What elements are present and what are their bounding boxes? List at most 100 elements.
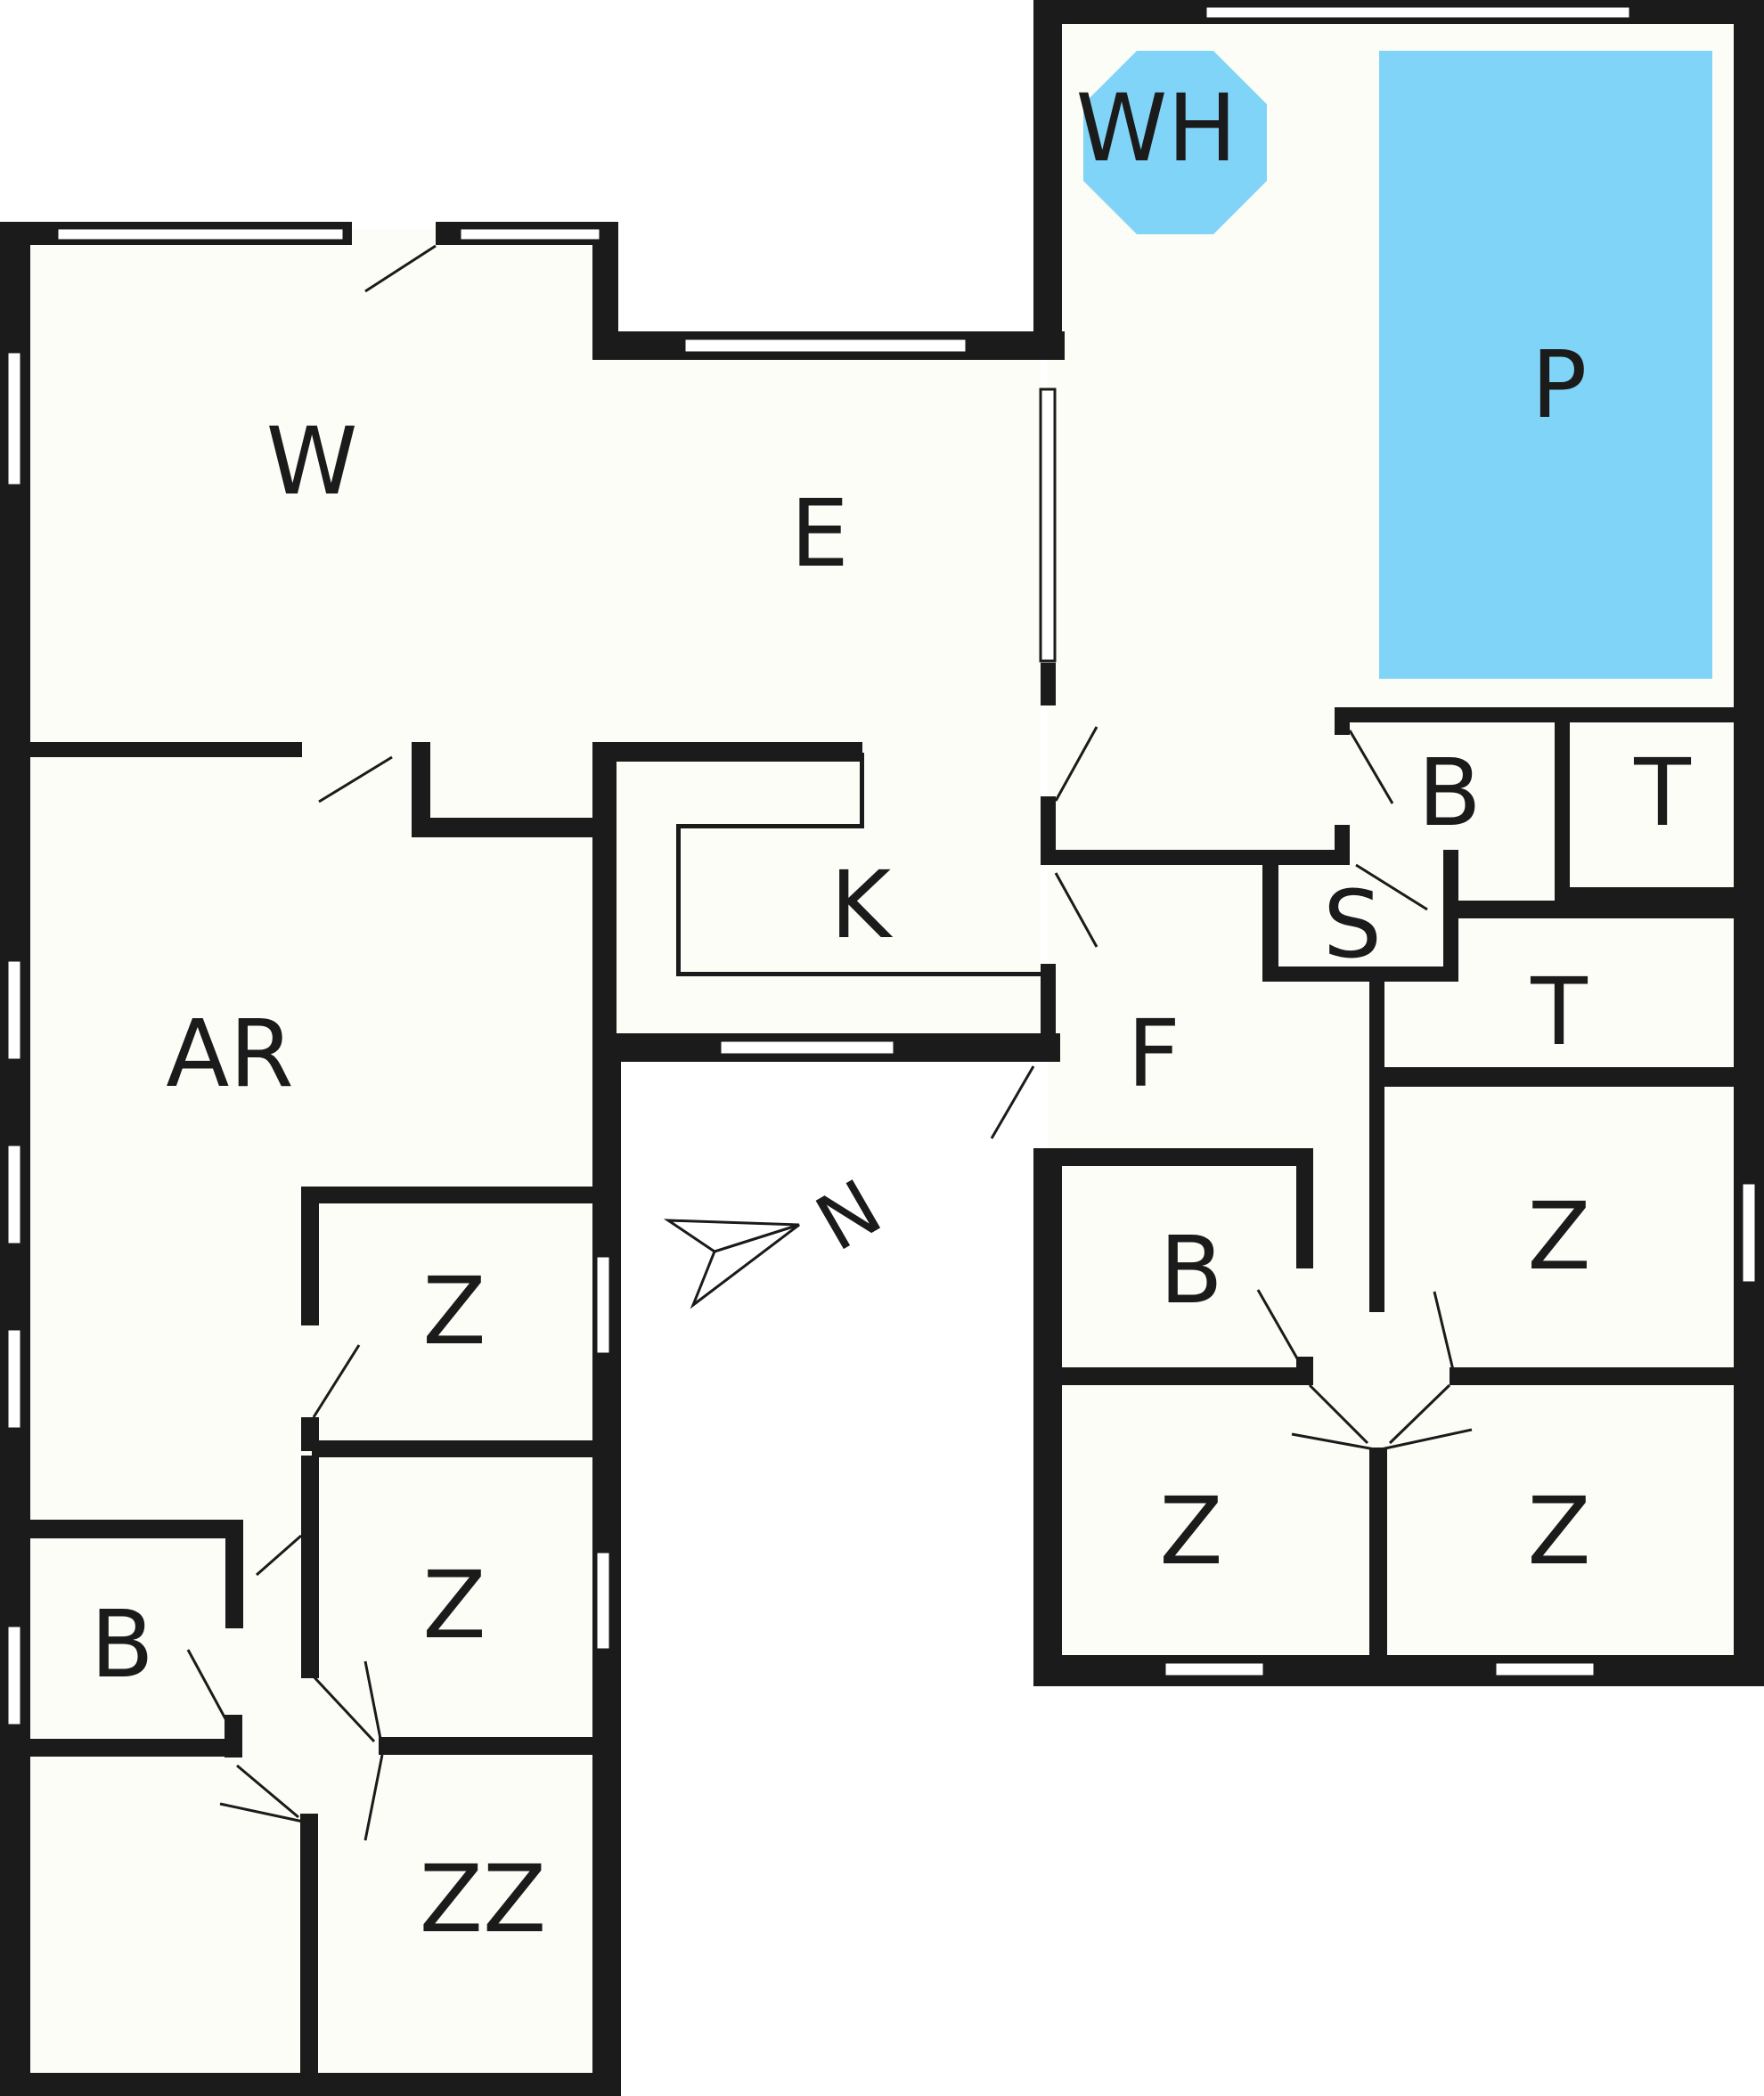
room-label-s: S	[1323, 870, 1382, 979]
room-label-b-pool: B	[1417, 738, 1481, 847]
window	[1163, 1660, 1266, 1678]
whirlpool-shape	[1083, 51, 1267, 234]
door-swing	[1054, 726, 1098, 802]
wall	[300, 1814, 318, 2096]
wall	[225, 1715, 242, 1758]
window	[594, 1254, 612, 1356]
wall	[1041, 663, 1056, 705]
wall	[225, 1520, 243, 1628]
wall	[1335, 707, 1734, 722]
door-swing	[219, 1802, 308, 1824]
floor-left-wing	[15, 229, 1041, 2082]
window	[5, 1624, 23, 1727]
room-label-b-right: B	[1159, 1216, 1222, 1325]
wall	[412, 742, 430, 837]
wall	[15, 1520, 241, 1538]
window	[1740, 1181, 1758, 1285]
door-swing	[1433, 1291, 1455, 1371]
wall	[1369, 1448, 1387, 1668]
room-labels: W E WH P K AR F B T S T Z B Z Z Z Z B ZZ	[90, 74, 1691, 1953]
wall	[1369, 966, 1384, 1312]
wall	[412, 818, 597, 837]
room-label-t-top: T	[1633, 738, 1691, 847]
wall	[1041, 796, 1056, 860]
kitchen-counter	[676, 824, 864, 828]
wall	[15, 742, 302, 757]
room-label-ar: AR	[166, 999, 293, 1108]
wall	[1555, 707, 1570, 894]
room-label-w: W	[266, 407, 358, 516]
windows	[5, 4, 1758, 1727]
door-swing	[186, 1649, 230, 1725]
window	[5, 1327, 23, 1431]
wall	[1335, 825, 1350, 865]
wall	[1369, 1067, 1734, 1087]
door-swing	[363, 1660, 384, 1749]
wall	[592, 742, 617, 2096]
window	[718, 1039, 896, 1056]
room-label-b-left: B	[90, 1590, 153, 1699]
door-swing	[312, 1344, 361, 1418]
wall	[379, 1737, 606, 1755]
door-swing	[1291, 1432, 1376, 1451]
room-label-z: Z	[422, 1257, 486, 1366]
wall	[1033, 1160, 1062, 1686]
door-swing	[1388, 1383, 1451, 1445]
door-swing	[1355, 863, 1428, 911]
room-label-f: F	[1127, 999, 1180, 1108]
room-label-z: Z	[422, 1551, 486, 1660]
room-label-k: K	[830, 851, 894, 959]
window	[1493, 1660, 1597, 1678]
wall	[1033, 1655, 1764, 1686]
window	[5, 350, 23, 487]
north-arrow-right-half	[690, 1223, 800, 1309]
wall	[592, 742, 862, 762]
room-label-z: Z	[1159, 1477, 1222, 1586]
window	[5, 958, 23, 1062]
door-swing	[1054, 872, 1098, 948]
window	[1204, 4, 1632, 20]
window	[458, 226, 602, 242]
wall	[1041, 964, 1056, 1062]
door-swing	[256, 1534, 302, 1577]
wall	[312, 1440, 606, 1457]
pool-shape	[1379, 51, 1712, 679]
wall	[1296, 1148, 1313, 1268]
wall	[1335, 707, 1350, 735]
doors	[186, 244, 1473, 1841]
door-swing	[363, 1754, 384, 1841]
wall	[1734, 0, 1764, 1686]
window	[5, 1143, 23, 1246]
wall	[1262, 850, 1278, 982]
door-swing	[310, 1673, 376, 1743]
wall	[15, 1739, 240, 1757]
wall	[301, 1456, 319, 1678]
wall	[1033, 1148, 1313, 1166]
wall	[1048, 1367, 1313, 1385]
room-label-t-mid: T	[1530, 958, 1588, 1066]
door-swing	[1380, 1428, 1473, 1451]
wall	[1041, 850, 1335, 865]
door-swing	[364, 244, 437, 293]
wall	[1443, 901, 1734, 918]
wall	[301, 1187, 606, 1203]
room-label-wh: WH	[1075, 74, 1237, 183]
north-arrow-icon	[663, 1219, 800, 1309]
kitchen-counter	[676, 824, 681, 976]
window	[594, 1550, 612, 1652]
door-swing	[236, 1764, 299, 1819]
room-label-p: P	[1531, 330, 1588, 439]
kitchen-counter	[676, 972, 1041, 976]
door-swing	[1348, 730, 1394, 804]
water-features	[1083, 51, 1712, 679]
wall	[1262, 966, 1458, 982]
window	[1039, 387, 1057, 663]
room-label-z: Z	[1527, 1477, 1590, 1586]
wall	[301, 1187, 319, 1325]
room-label-e: E	[790, 479, 849, 588]
window	[682, 337, 968, 355]
north-label: N	[802, 1163, 896, 1269]
kitchen-counter	[860, 753, 864, 828]
door-swing	[1308, 1383, 1369, 1445]
